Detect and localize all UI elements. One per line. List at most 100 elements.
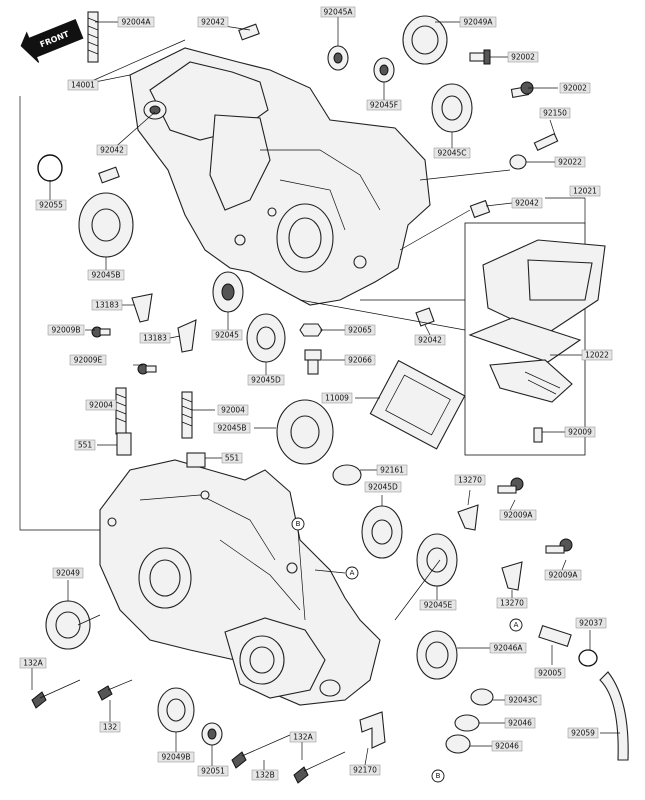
label-92045d-a: 92045D bbox=[247, 374, 285, 386]
collar-92043c bbox=[470, 688, 494, 706]
svg-text:92055: 92055 bbox=[39, 201, 63, 210]
hose-92059 bbox=[599, 671, 629, 761]
svg-text:92009B: 92009B bbox=[51, 326, 80, 335]
svg-text:92170: 92170 bbox=[353, 766, 377, 775]
label-92004-a: 92004 bbox=[85, 399, 117, 411]
bearing-92045c bbox=[431, 83, 473, 133]
label-92046-a: 92046 bbox=[504, 717, 536, 729]
bolt-132 bbox=[97, 679, 133, 701]
label-92009e: 92009E bbox=[69, 354, 107, 366]
dowel-92042-left bbox=[98, 166, 120, 184]
nut-92065 bbox=[299, 323, 323, 337]
plug-92066 bbox=[304, 349, 322, 375]
label-92042-c: 92042 bbox=[511, 197, 543, 209]
svg-text:92049: 92049 bbox=[56, 569, 80, 578]
callout-a-right: A bbox=[509, 618, 523, 632]
guide-13183-b bbox=[177, 319, 197, 353]
label-92045f: 92045F bbox=[366, 99, 402, 111]
label-92049: 92049 bbox=[52, 567, 84, 579]
dowel-551-a bbox=[116, 432, 132, 456]
svg-text:A: A bbox=[514, 621, 519, 629]
callout-b-lower: B bbox=[431, 769, 445, 783]
label-92004a: 92004A bbox=[117, 16, 155, 28]
seal-92046a bbox=[416, 630, 458, 680]
svg-text:92005: 92005 bbox=[538, 669, 562, 678]
label-92002-b: 92002 bbox=[559, 82, 591, 94]
label-13183-b: 13183 bbox=[139, 332, 171, 344]
bracket-92170 bbox=[359, 711, 386, 749]
label-92042-b: 92042 bbox=[96, 144, 128, 156]
label-132a-b: 132A bbox=[289, 731, 317, 743]
label-92055: 92055 bbox=[35, 199, 67, 211]
svg-text:92065: 92065 bbox=[348, 326, 372, 335]
label-551-b: 551 bbox=[221, 452, 243, 464]
label-14001: 14001 bbox=[67, 79, 99, 91]
bearing-92045d-top bbox=[246, 313, 286, 363]
upper-crankcase bbox=[129, 47, 431, 306]
svg-text:92042: 92042 bbox=[515, 199, 539, 208]
svg-text:14001: 14001 bbox=[71, 81, 95, 90]
svg-text:92002: 92002 bbox=[511, 53, 535, 62]
svg-text:92046A: 92046A bbox=[494, 644, 524, 653]
dowel-92042-top bbox=[238, 23, 260, 41]
svg-text:92043C: 92043C bbox=[508, 696, 537, 705]
label-132a-a: 132A bbox=[19, 657, 47, 669]
svg-text:92150: 92150 bbox=[543, 109, 567, 118]
label-92049b: 92049B bbox=[157, 751, 195, 763]
svg-text:A: A bbox=[350, 569, 355, 577]
front-arrow-icon: FRONT bbox=[20, 18, 84, 63]
svg-text:13183: 13183 bbox=[95, 301, 119, 310]
svg-text:132: 132 bbox=[103, 723, 118, 732]
screw-92009 bbox=[533, 427, 543, 443]
svg-text:92045B: 92045B bbox=[217, 424, 246, 433]
label-92161: 92161 bbox=[376, 464, 408, 476]
bracket-13270-a bbox=[457, 504, 479, 531]
svg-text:13270: 13270 bbox=[458, 476, 482, 485]
dowel-92042-right bbox=[469, 199, 491, 219]
seal-92051 bbox=[201, 722, 223, 746]
washer-92022 bbox=[509, 154, 527, 170]
bolt-132a-right bbox=[293, 751, 346, 784]
screw-92009b bbox=[91, 326, 111, 338]
label-92045: 92045 bbox=[211, 329, 243, 341]
stud-92004-mid bbox=[181, 391, 193, 439]
label-92005: 92005 bbox=[534, 667, 566, 679]
label-92037: 92037 bbox=[575, 617, 607, 629]
label-12022: 12022 bbox=[581, 349, 613, 361]
label-92066: 92066 bbox=[344, 354, 376, 366]
bearing-92045b-mid bbox=[276, 399, 334, 465]
svg-text:92037: 92037 bbox=[579, 619, 603, 628]
collar-92046-b bbox=[445, 734, 471, 754]
screw-92009e bbox=[137, 363, 157, 375]
label-92150: 92150 bbox=[539, 107, 571, 119]
svg-text:92042: 92042 bbox=[418, 336, 442, 345]
label-92009b: 92009B bbox=[47, 324, 85, 336]
leader-lines bbox=[19, 16, 620, 770]
label-92022: 92022 bbox=[554, 156, 586, 168]
label-92051: 92051 bbox=[197, 765, 229, 777]
label-92009a-b: 92009A bbox=[544, 569, 582, 581]
svg-text:92045B: 92045B bbox=[91, 271, 120, 280]
label-92065: 92065 bbox=[344, 324, 376, 336]
svg-text:92045C: 92045C bbox=[437, 149, 466, 158]
svg-text:132A: 132A bbox=[293, 733, 313, 742]
bearing-92045f bbox=[373, 57, 395, 83]
svg-text:92049A: 92049A bbox=[464, 18, 494, 27]
bearing-92045a bbox=[327, 45, 349, 71]
label-92045a: 92045A bbox=[320, 6, 356, 18]
label-92045c: 92045C bbox=[433, 147, 471, 159]
gasket-11009 bbox=[369, 359, 466, 450]
svg-text:92009: 92009 bbox=[568, 428, 592, 437]
svg-text:11009: 11009 bbox=[325, 394, 349, 403]
svg-text:92051: 92051 bbox=[201, 767, 225, 776]
callout-a-middle: A bbox=[345, 566, 359, 580]
svg-text:92045A: 92045A bbox=[324, 8, 354, 17]
dowel-551-b bbox=[186, 452, 206, 468]
label-132: 132 bbox=[99, 721, 121, 733]
svg-text:92045E: 92045E bbox=[424, 601, 453, 610]
bearing-92045b-top bbox=[78, 192, 134, 258]
label-92009: 92009 bbox=[564, 426, 596, 438]
svg-text:B: B bbox=[296, 520, 301, 528]
lower-crankcase bbox=[99, 459, 381, 706]
